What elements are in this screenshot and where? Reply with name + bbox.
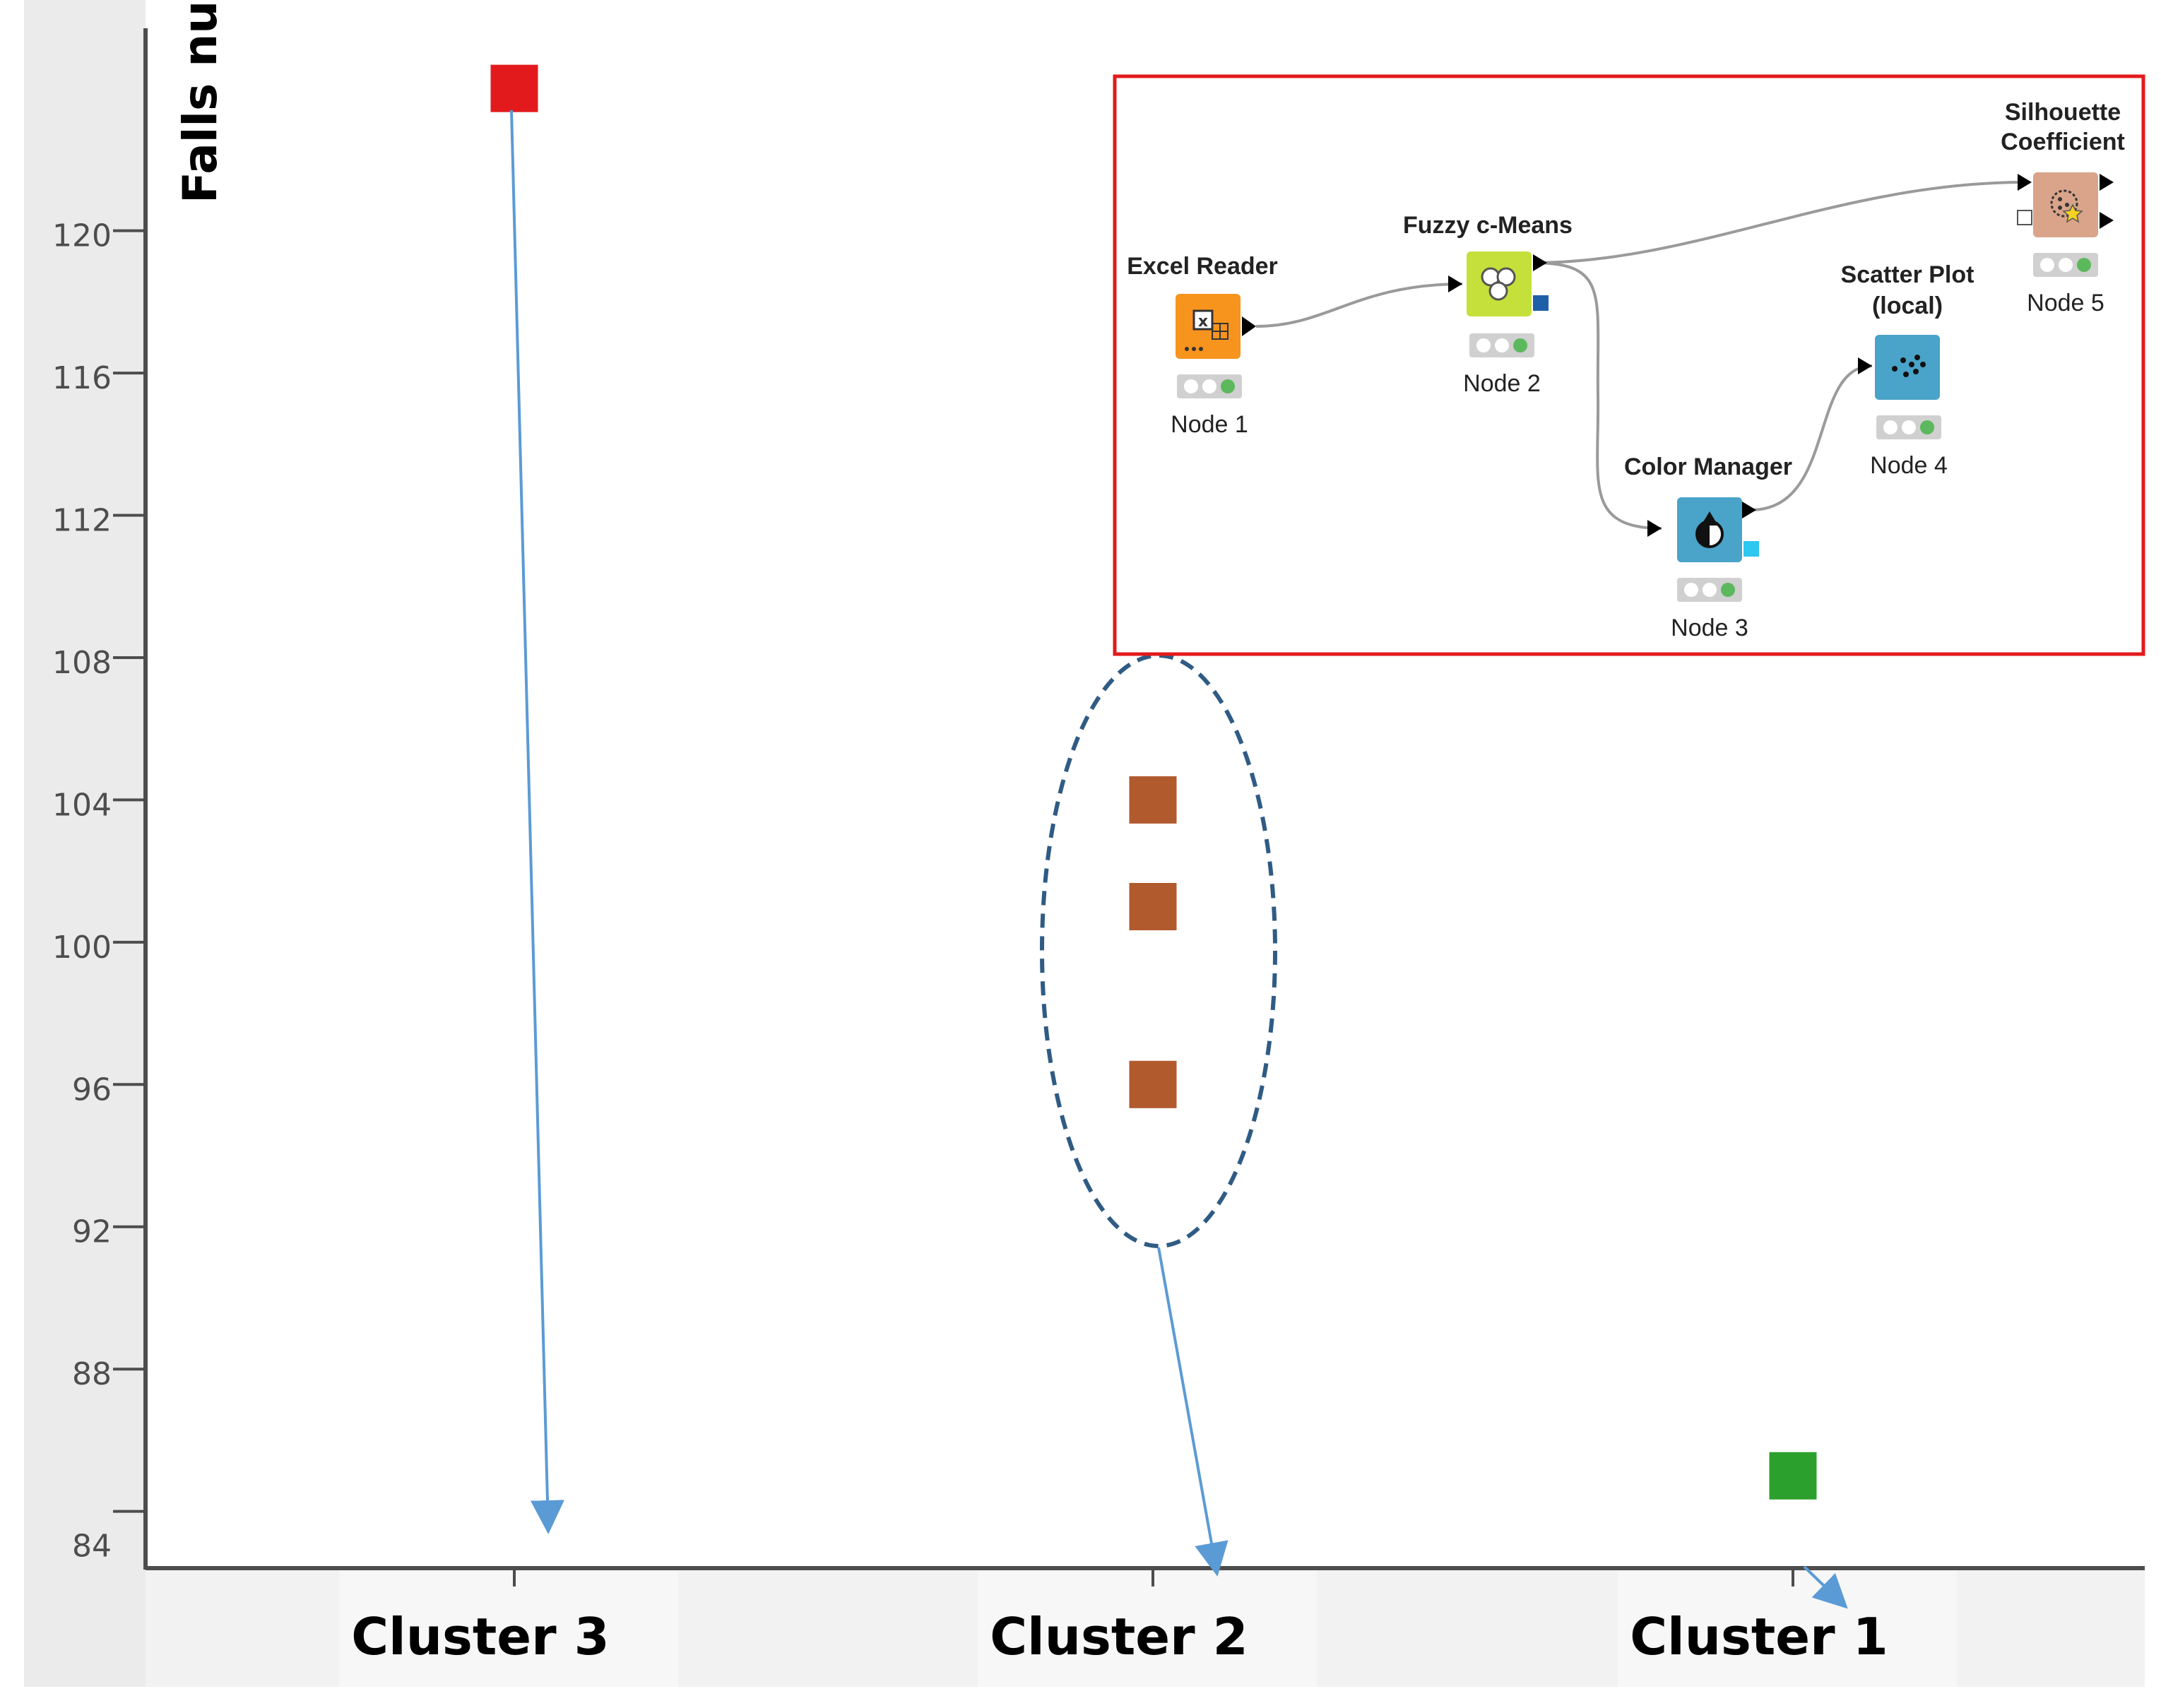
data-point[interactable]	[488, 62, 540, 114]
output-port-icon[interactable]	[1533, 254, 1547, 271]
category-bands	[339, 1571, 1957, 1687]
workflow-node-2[interactable]: Fuzzy c-Means Node 2	[1403, 212, 1573, 397]
silhouette-glyph-icon	[2050, 189, 2083, 223]
droplet-icon	[1695, 511, 1724, 548]
scatter-plot-icon	[1875, 335, 1940, 400]
data-point[interactable]	[1767, 1449, 1819, 1502]
data-point[interactable]	[1127, 880, 1179, 932]
table-grid-icon: x	[1185, 309, 1228, 351]
traffic-light-icon	[1876, 415, 1941, 439]
link-node3-node4	[1750, 364, 1873, 511]
link-node2-node3	[1532, 261, 1662, 530]
workflow-node-5[interactable]: Silhouette Coefficient Node 5	[2001, 99, 2125, 316]
workflow-node-4[interactable]: Scatter Plot (local) Node 4	[1841, 261, 1974, 479]
node-title: Color Manager	[1624, 453, 1792, 480]
y-axis-panel	[24, 0, 146, 1687]
input-port-icon[interactable]	[1448, 275, 1462, 292]
y-tick-label: 88	[72, 1356, 112, 1392]
category-band	[978, 1571, 1317, 1687]
x-categories: Cluster 3 Cluster 2 Cluster 1	[351, 1568, 1888, 1666]
node-id: Node 1	[1171, 411, 1248, 438]
color-port-icon[interactable]	[1743, 541, 1759, 557]
y-tick-label: 116	[52, 360, 112, 396]
output-port-icon[interactable]	[1242, 316, 1256, 336]
input-port-icon[interactable]	[1647, 520, 1662, 537]
y-ticks: 84 88 92 96 100 104 108 112 116 120	[52, 218, 146, 1565]
node-id: Node 4	[1870, 452, 1948, 479]
output-port-icon[interactable]	[2100, 174, 2114, 191]
svg-text:x: x	[1198, 313, 1208, 331]
traffic-light-icon	[2033, 253, 2098, 277]
node-title: Fuzzy c-Means	[1403, 212, 1573, 239]
input-port-icon[interactable]	[2018, 174, 2032, 191]
data-point[interactable]	[1127, 1058, 1179, 1110]
y-tick-label: 120	[52, 218, 112, 254]
y-tick-label: 100	[52, 930, 112, 966]
node-id: Node 3	[1671, 615, 1748, 641]
node-title: (local)	[1872, 292, 1943, 319]
input-port-icon[interactable]	[1858, 357, 1872, 374]
category-band	[339, 1571, 678, 1687]
x-tick-label: Cluster 1	[1630, 1607, 1888, 1666]
y-axis-label: Falls number	[173, 0, 227, 203]
link-node2-node5	[1532, 181, 2021, 264]
model-port-icon[interactable]	[1533, 295, 1549, 311]
annotation-arrow	[510, 109, 564, 1534]
cluster-2-ellipse	[1040, 653, 1277, 1248]
category-band	[1618, 1571, 1957, 1687]
y-tick-label: 112	[52, 503, 112, 539]
y-tick-label: 104	[52, 787, 112, 823]
data-point[interactable]	[1127, 773, 1179, 826]
scatter-dots-icon	[1892, 355, 1926, 377]
workflow-node-3[interactable]: Color Manager Node 3	[1624, 453, 1792, 641]
node-title: Excel Reader	[1127, 253, 1278, 280]
annotation-arrow	[1157, 1247, 1228, 1577]
workflow-node-1[interactable]: Excel Reader x Node 1	[1127, 253, 1278, 438]
annotation-arrow	[1803, 1565, 1848, 1609]
cluster-circles-icon	[1481, 267, 1516, 301]
traffic-light-icon	[1469, 333, 1534, 357]
input-port-icon[interactable]	[2017, 210, 2032, 225]
node-title: Scatter Plot	[1841, 261, 1974, 288]
workflow-border	[1113, 74, 2145, 656]
annotation-arrows	[510, 109, 1848, 1609]
node-title: Silhouette	[2005, 99, 2121, 126]
traffic-light-icon	[1677, 578, 1742, 602]
traffic-light-icon	[1177, 374, 1242, 398]
x-tick-label: Cluster 3	[351, 1607, 610, 1666]
node-id: Node 5	[2027, 290, 2104, 316]
node-title: Coefficient	[2001, 129, 2125, 155]
y-tick-label: 92	[72, 1214, 112, 1250]
output-port-icon[interactable]	[2100, 212, 2114, 229]
x-tick-label: Cluster 2	[990, 1607, 1248, 1666]
y-tick-label: 84	[72, 1529, 112, 1565]
node-id: Node 2	[1463, 370, 1541, 397]
data-points	[488, 62, 1819, 1502]
y-tick-label: 96	[72, 1072, 112, 1108]
y-tick-label: 108	[52, 645, 112, 681]
workflow-inset: Excel Reader x Node 1 Fuzzy c-Means	[1113, 74, 2145, 656]
output-port-icon[interactable]	[1742, 502, 1756, 518]
link-node1-node2	[1255, 283, 1463, 328]
